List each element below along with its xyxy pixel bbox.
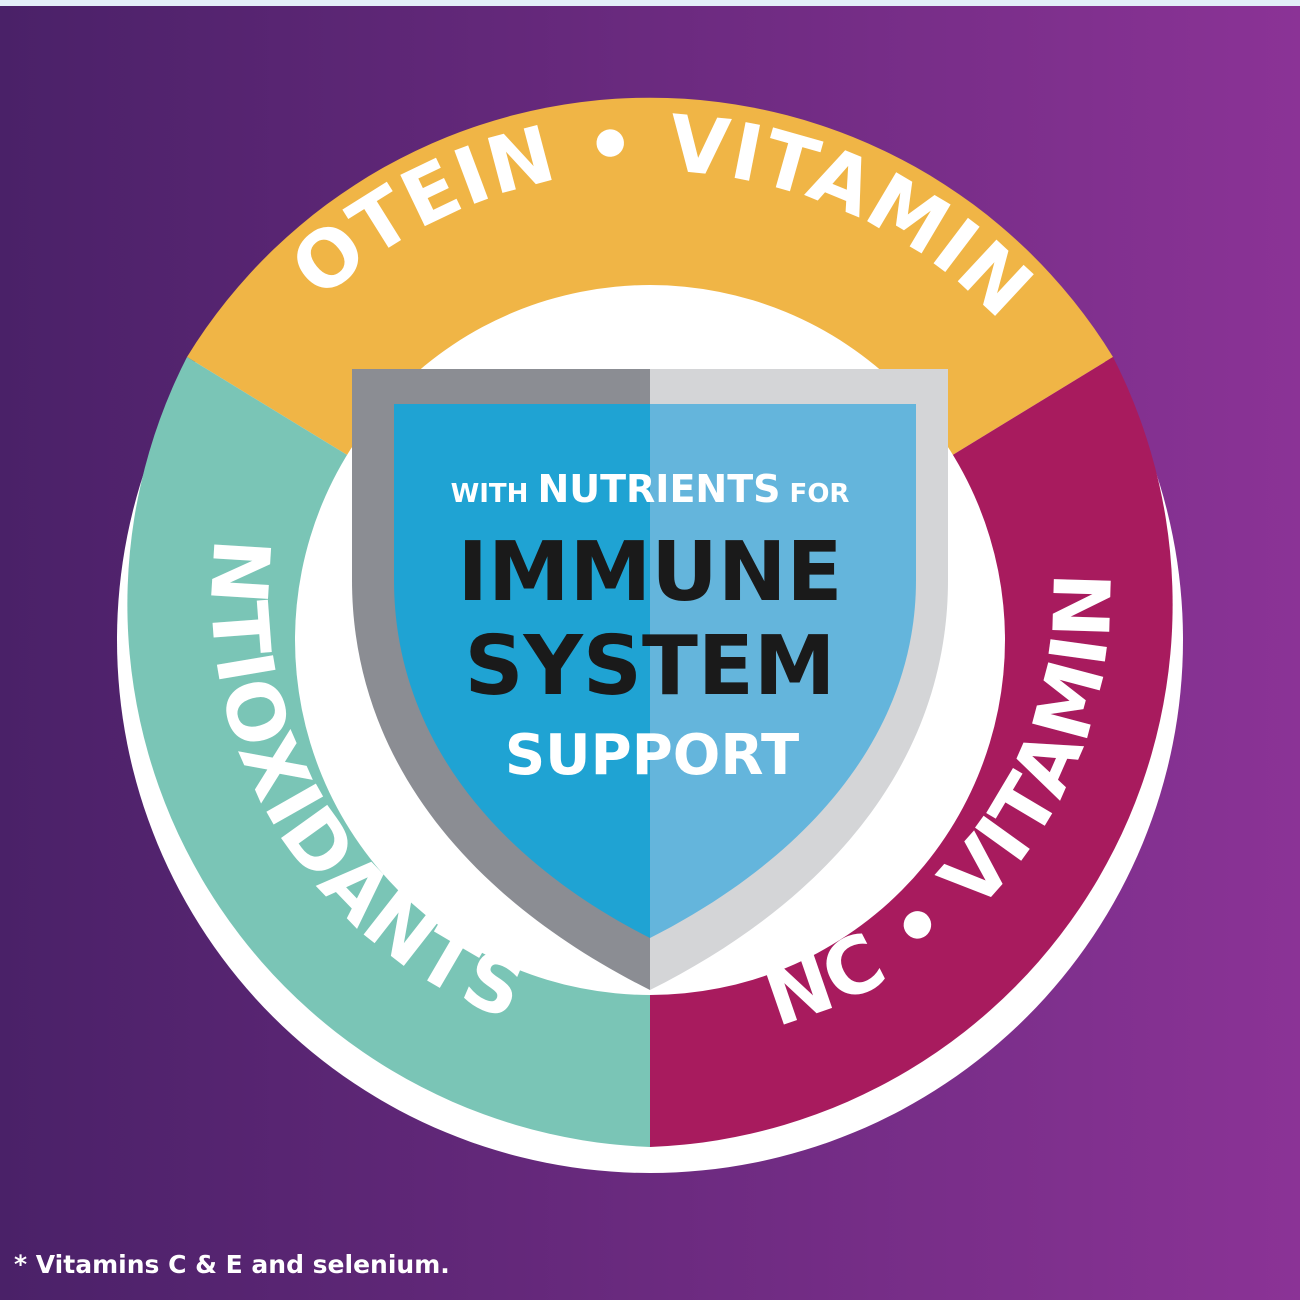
shield-icon: WITH NUTRIENTS FOR IMMUNE SYSTEM SUPPORT <box>352 369 948 990</box>
top-strip <box>0 0 1300 6</box>
shield-face-left <box>394 404 650 938</box>
shield-line-support: SUPPORT <box>505 723 799 788</box>
shield-line-nutrients: WITH NUTRIENTS FOR <box>451 467 850 511</box>
shield-line-system: SYSTEM <box>464 619 835 714</box>
footnote: * Vitamins C & E and selenium. <box>14 1250 450 1279</box>
shield-face-right <box>650 404 916 938</box>
shield-line-immune: IMMUNE <box>458 525 843 620</box>
